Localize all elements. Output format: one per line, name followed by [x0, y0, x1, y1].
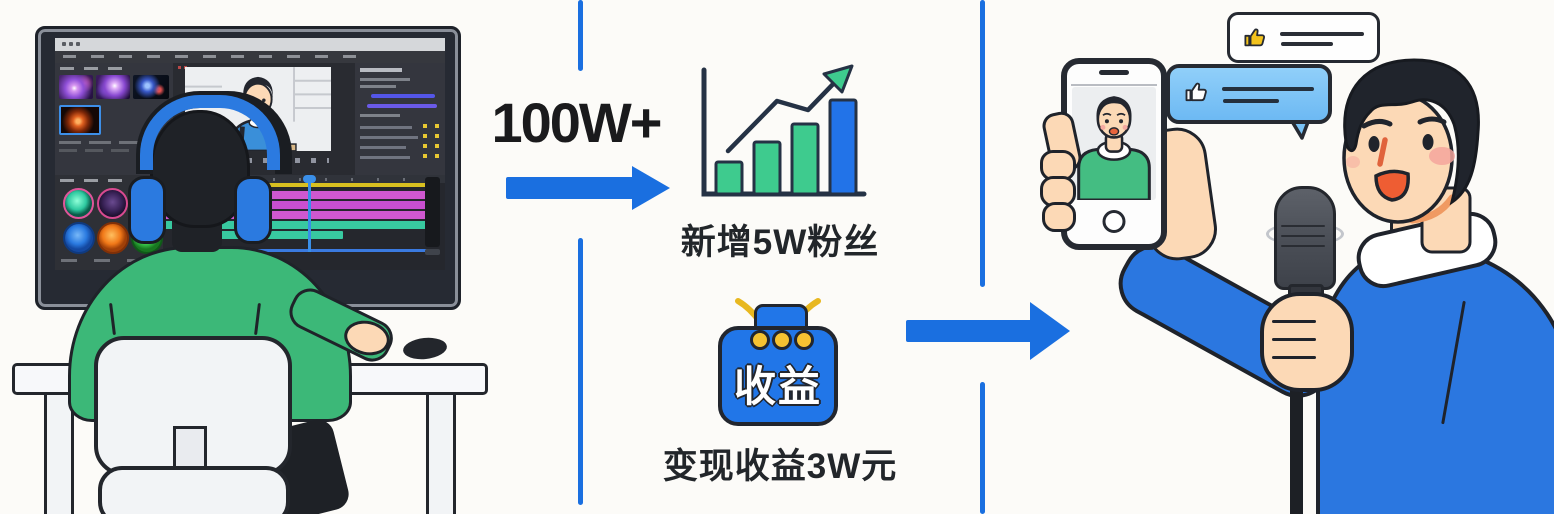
color-ball	[97, 222, 129, 254]
app-menubar	[55, 51, 445, 63]
comment-text-line	[1281, 42, 1333, 46]
headphones-earcup	[234, 176, 272, 244]
comment-text-line	[1222, 87, 1314, 91]
video-track	[165, 191, 437, 199]
window-dot-icon	[76, 42, 80, 46]
keyframe-markers	[435, 124, 439, 162]
arrow-head	[1030, 302, 1070, 360]
property-row-text	[360, 85, 396, 88]
phone-person-illustration	[1077, 96, 1151, 200]
window-dot-icon	[62, 42, 66, 46]
revenue-badge-icon: 收益	[714, 296, 842, 430]
keyframe-markers	[423, 124, 427, 162]
mic-grille-line	[1281, 225, 1325, 227]
finger-line	[1272, 356, 1316, 359]
phone-notch	[1099, 70, 1129, 75]
playhead-line	[308, 176, 311, 252]
keyframe-row-text	[360, 126, 412, 129]
comment-text-line	[1223, 99, 1279, 103]
arrow-shaft	[506, 177, 634, 199]
mic-grille-line	[1281, 235, 1325, 237]
chair-seat	[98, 466, 290, 514]
record-dot-icon	[178, 66, 181, 69]
scrollbar-button	[425, 249, 440, 255]
keyframe-row-text	[360, 146, 406, 149]
fans-caption: 新增5W粉丝	[680, 223, 880, 262]
arrow-right-icon	[906, 302, 1072, 360]
bar-chart-growth-icon	[701, 64, 867, 197]
like-comment-bubble	[1227, 12, 1380, 63]
audio-clip-track	[165, 221, 437, 229]
section-divider	[578, 238, 583, 505]
badge-dot-icon	[750, 330, 770, 350]
arrow-shaft	[906, 320, 1032, 342]
clip-thumbnail	[133, 75, 169, 99]
clip-thumbnail-selected	[59, 105, 101, 135]
clip-meta-text	[59, 149, 139, 152]
clip-name-text	[59, 141, 159, 144]
wheel-labels	[61, 259, 155, 262]
mic-grille-line	[1281, 245, 1325, 247]
gripping-finger	[1042, 202, 1076, 232]
badge-dot-icon	[772, 330, 792, 350]
arrow-right-icon	[506, 166, 670, 210]
desk-leg	[426, 389, 456, 514]
color-ball	[63, 222, 95, 254]
audio-track	[165, 183, 437, 187]
video-track	[165, 211, 437, 219]
clip-thumbnail	[96, 75, 130, 99]
finger-line	[1272, 338, 1316, 341]
streamer-head-illustration	[1342, 58, 1480, 254]
streamer-body	[1316, 246, 1554, 514]
mic-gripping-hand	[1260, 292, 1354, 392]
property-row-text	[360, 114, 400, 117]
views-metric: 100W+	[491, 91, 663, 154]
computer-mouse	[402, 335, 448, 362]
section-divider	[980, 382, 985, 514]
phone-selfie-screen	[1072, 87, 1156, 200]
property-slider	[371, 94, 435, 98]
keyframe-row-text	[360, 136, 418, 139]
arrow-head	[632, 166, 670, 210]
property-row-text	[360, 78, 410, 81]
timeline-bottom-line	[165, 249, 437, 252]
badge-dot-icon	[794, 330, 814, 350]
effect-controls-panel	[355, 63, 445, 175]
section-divider	[980, 0, 985, 287]
keyframe-row-text	[360, 156, 410, 159]
video-track	[165, 201, 437, 209]
clip-thumbnail	[59, 75, 93, 99]
color-wheel	[97, 188, 128, 219]
timeline-scrollbar	[425, 177, 440, 247]
ruler-ticks	[169, 178, 429, 181]
section-divider	[578, 0, 583, 71]
like-comment-bubble	[1166, 64, 1332, 124]
color-wheel	[63, 188, 94, 219]
panel-tabs	[60, 179, 130, 182]
badge-label: 收益	[733, 362, 822, 410]
headphones-earcup	[128, 176, 166, 244]
revenue-caption: 变现收益3W元	[662, 447, 898, 486]
comment-text-line	[1280, 32, 1364, 36]
thumbs-up-icon	[1244, 28, 1266, 47]
thumbs-up-icon	[1185, 82, 1207, 102]
phone-home-button	[1102, 210, 1126, 233]
property-slider	[367, 104, 437, 108]
phone-status-divider	[1071, 84, 1157, 86]
menu-items	[63, 55, 363, 58]
finger-line	[1272, 320, 1316, 323]
microphone-icon	[1274, 186, 1336, 290]
window-dot-icon	[69, 42, 73, 46]
panel-title-text	[360, 68, 402, 72]
media-bin-tabs	[60, 67, 130, 70]
app-titlebar	[55, 38, 445, 51]
